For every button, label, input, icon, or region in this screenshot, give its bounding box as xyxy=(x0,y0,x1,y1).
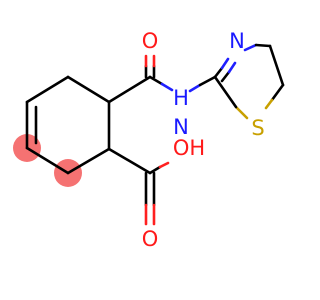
ring-nitrogen-label: N xyxy=(229,29,245,53)
ring-s-bond xyxy=(264,98,274,110)
thiazoline-ring xyxy=(213,43,285,120)
ring-bond xyxy=(268,44,285,87)
ring-bond xyxy=(66,147,111,175)
cn-double-bond-inner-n xyxy=(227,61,237,74)
amide-cn-bond-n xyxy=(160,82,174,92)
ring-bond xyxy=(270,83,285,102)
cn-double-bond xyxy=(213,66,224,79)
amide-hydrogen-label: H xyxy=(173,86,189,110)
molecule-diagram: O N H N S OH O xyxy=(13,29,285,251)
ring-n-bond xyxy=(243,43,258,52)
ring-sulfur-label: S xyxy=(251,116,264,140)
cn-double-bond-inner xyxy=(220,70,231,83)
amide-cn-bond xyxy=(148,75,164,86)
carbonyl-oxygen-label: O xyxy=(142,29,159,53)
ring-bond xyxy=(25,75,70,104)
acid-oh-bond-o xyxy=(158,161,170,169)
acid-carbon-bond xyxy=(107,147,152,175)
ring-s-bond xyxy=(234,105,249,120)
amide-carbon-bond xyxy=(107,75,152,104)
cyclohexene-ring xyxy=(25,75,111,175)
amide-nc-bond xyxy=(198,75,217,87)
ring-bond xyxy=(254,43,272,48)
acid-hydroxyl-label: OH xyxy=(173,136,205,160)
cn-double-bond-n xyxy=(220,57,230,70)
ring-bond xyxy=(25,146,70,175)
amide-nitrogen-label: N xyxy=(173,115,189,139)
acid-oxygen-label: O xyxy=(142,227,159,251)
carboxylic-acid-group xyxy=(107,147,170,226)
amide-nc-bond-n xyxy=(188,83,202,93)
amide-group xyxy=(107,54,217,104)
acid-oh-bond xyxy=(148,165,162,175)
ring-bond xyxy=(213,75,238,109)
ring-bond xyxy=(66,75,111,104)
